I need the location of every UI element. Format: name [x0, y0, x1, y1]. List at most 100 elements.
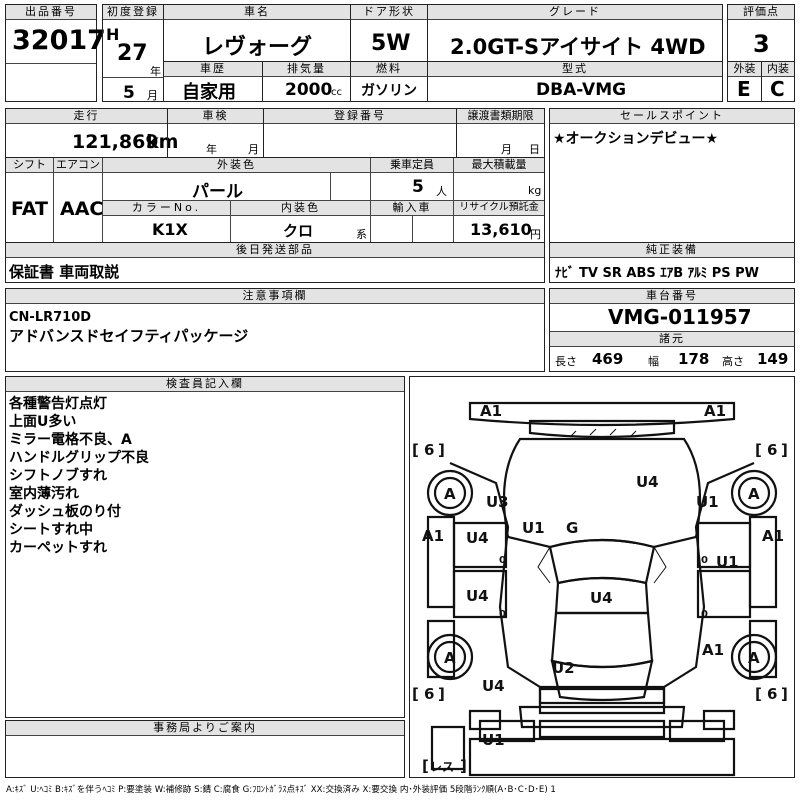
length-label: 長さ — [555, 355, 577, 368]
chassis-header: 車台番号 — [550, 289, 794, 304]
width-value: 178 — [678, 350, 710, 368]
year-unit: 年 — [150, 65, 161, 78]
capacity-value: 5 — [412, 177, 424, 197]
recycle-value: 13,610 — [470, 220, 532, 239]
grade-cell: グレード 2.0GT-Sアイサイト 4WD — [427, 4, 723, 62]
rear-light-right — [702, 709, 736, 731]
exterior-grade-cell: 外装 E — [727, 61, 762, 102]
svg-text:[: [ — [412, 441, 419, 459]
int-color-value: クロ — [283, 222, 314, 240]
damage-u3: U3 — [486, 493, 509, 511]
interior-grade-value: C — [770, 77, 785, 101]
history-value: 自家用 — [182, 82, 236, 103]
sales-point-value: ★オークションデビュー★ — [553, 131, 719, 147]
shift-value: FAT — [11, 198, 48, 220]
mileage-header: 走行 — [6, 109, 167, 124]
damage-a1-rear-r: A1 — [702, 641, 724, 659]
office-cell: 事務局よりご案内 — [5, 720, 405, 778]
damage-u4-door-rl: U4 — [466, 587, 489, 605]
rear-panel — [468, 737, 736, 777]
equipment-header: 純正装備 — [550, 243, 794, 258]
windshield — [548, 538, 656, 585]
later-parts-cell: 後日発送部品 保証書 車両取説 — [5, 242, 545, 283]
inspector-line: 各種警告灯点灯 — [9, 396, 107, 412]
length-value: 469 — [592, 350, 624, 368]
capacity-header: 乗車定員 — [371, 158, 453, 173]
spec-header: 諸元 — [550, 331, 794, 347]
inspector-line: カーペットすれ — [9, 540, 107, 556]
rear-light-left — [468, 709, 502, 731]
rear-apron-left — [478, 719, 536, 743]
door-header: ドア形状 — [351, 5, 427, 20]
wheel-mark-br: A — [748, 649, 760, 667]
max-load-unit: kg — [528, 184, 542, 197]
reg-number-header: 登録番号 — [264, 109, 456, 124]
door-rr-zero: 0 — [701, 609, 708, 620]
svg-text:]: ] — [438, 441, 445, 459]
color-no-header: カラーNo. — [103, 201, 230, 216]
damage-u4-hood: U4 — [636, 473, 659, 491]
right-quarter — [748, 619, 778, 679]
fuel-cell: 燃料 ガソリン — [350, 61, 428, 102]
inspector-line: ハンドルグリップ不良 — [9, 450, 149, 466]
door-fl-zero: 0 — [499, 555, 506, 566]
wheel-rear-left — [426, 633, 474, 681]
displacement-value: 2000 — [285, 80, 333, 100]
equipment-value: ﾅﾋﾞ TV SR ABS ｴｱB ｱﾙﾐ PS PW — [555, 266, 759, 281]
car-diagram-svg: A1 A1 A1 A1 6 6 6 6 A A A A U4 U3 U1 U1 … — [412, 401, 788, 777]
chassis-cell: 車台番号 VMG-011957 諸元 長さ 469 幅 178 高さ 149 — [549, 288, 795, 372]
history-cell: 車歴 自家用 — [163, 61, 263, 103]
spare-tire-box — [430, 725, 466, 771]
inspector-cell: 検査員記入欄 各種警告灯点灯 上面U多い ミラー電格不良、A ハンドルグリップ不… — [5, 376, 405, 718]
damage-g: G — [566, 519, 578, 537]
model-header: 型式 — [428, 62, 722, 77]
office-header: 事務局よりご案内 — [6, 721, 404, 736]
score-cell: 評価点 3 — [727, 4, 795, 62]
damage-u1-bottom: U1 — [482, 731, 505, 749]
spare-tire-less: レス — [430, 760, 454, 774]
exterior-grade-header: 外装 — [728, 62, 761, 77]
right-rear-door — [696, 569, 752, 619]
rear-apron-right — [668, 719, 726, 743]
ext-color-header: 外装色 — [103, 158, 370, 173]
ac-value: AAC — [60, 198, 104, 220]
damage-a1-right: A1 — [762, 527, 784, 545]
month-unit: 月 — [147, 89, 158, 102]
later-parts-value: 保証書 車両取説 — [9, 263, 120, 281]
grille — [528, 419, 676, 439]
import-header: 輸入車 — [371, 201, 453, 216]
trunk — [538, 687, 666, 715]
front-bumper — [468, 401, 736, 427]
caution-cell: 注意事項欄 CN-LR710D アドバンスドセイフティパッケージ — [5, 288, 545, 372]
caution-line-2: アドバンスドセイフティパッケージ — [9, 327, 249, 345]
score-value: 3 — [753, 30, 770, 58]
max-load-header: 最大積載量 — [454, 158, 544, 173]
caution-header: 注意事項欄 — [6, 289, 544, 304]
width-label: 幅 — [648, 355, 659, 368]
damage-a1-tr: A1 — [704, 402, 726, 420]
mileage-value: 121,869 — [72, 131, 159, 153]
rear-window — [550, 659, 654, 702]
ext-color-value: パール — [192, 182, 243, 202]
damage-u4-rear-l: U4 — [482, 677, 505, 695]
transfer-day-unit: 日 — [529, 143, 540, 156]
lot-number-cell: 出品番号 32017 — [5, 4, 106, 102]
displacement-unit: cc — [331, 87, 342, 98]
door-value: 5W — [371, 31, 411, 56]
reg-number-cell: 登録番号 — [263, 108, 457, 158]
damage-a1-left: A1 — [422, 527, 444, 545]
inspection-year-unit: 年 — [206, 143, 217, 156]
inspector-header: 検査員記入欄 — [6, 377, 404, 392]
month-value: 5 — [123, 83, 135, 103]
svg-text:]: ] — [438, 685, 445, 703]
wheel-mark-tl: A — [444, 485, 456, 503]
lot-number-header: 出品番号 — [6, 5, 96, 20]
displacement-header: 排気量 — [263, 62, 350, 77]
svg-text:]: ] — [460, 757, 467, 775]
caution-line-1: CN-LR710D — [9, 310, 92, 325]
left-rear-door — [452, 569, 508, 619]
damage-u2: U2 — [552, 659, 575, 677]
score-header: 評価点 — [728, 5, 794, 20]
front-roof — [554, 576, 650, 615]
car-name-value: レヴォーグ — [202, 35, 313, 60]
